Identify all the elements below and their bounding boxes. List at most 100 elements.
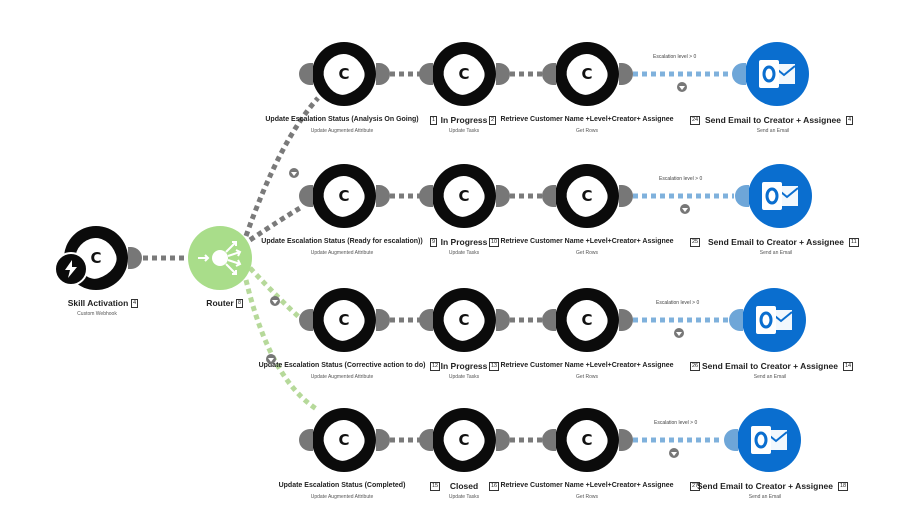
retrieve-node-4[interactable]: C (555, 408, 619, 472)
progress-node-2-out-handle[interactable] (496, 185, 510, 207)
app-letter: C (581, 311, 593, 329)
status-subtitle-4: Update Augmented Attribute (310, 494, 374, 500)
retrieve-node-2[interactable]: C (555, 164, 619, 228)
status-node-2[interactable]: C (312, 164, 376, 228)
status-id-2: 9 (430, 238, 438, 247)
email-node-1[interactable] (745, 42, 809, 106)
retrieve-node-3-in-handle[interactable] (542, 309, 556, 331)
email-id-1: 4 (846, 116, 854, 125)
progress-node-3-out-handle[interactable] (496, 309, 510, 331)
retrieve-node-2-in-handle[interactable] (542, 185, 556, 207)
filter-icon-1[interactable] (677, 82, 687, 92)
status-title-4: Update Escalation Status (Completed) (278, 482, 406, 489)
retrieve-node-1-in-handle[interactable] (542, 63, 556, 85)
progress-node-2-in-handle[interactable] (419, 185, 433, 207)
progress-node-3-in-handle[interactable] (419, 309, 433, 331)
progress-node-1-in-handle[interactable] (419, 63, 433, 85)
retrieve-node-2-out-handle[interactable] (619, 185, 633, 207)
retrieve-node-1[interactable]: C (555, 42, 619, 106)
app-letter: C (90, 249, 102, 267)
email-node-4[interactable] (737, 408, 801, 472)
progress-node-4-out-handle[interactable] (496, 429, 510, 451)
status-node-3-in-handle[interactable] (299, 309, 313, 331)
status-id-3: 12 (430, 362, 441, 371)
email-in-handle-3[interactable] (729, 309, 743, 331)
filter-label-2: Escalation level > 0 (659, 176, 703, 182)
retrieve-id-3: 26 (690, 362, 701, 371)
status-node-1-in-handle[interactable] (299, 63, 313, 85)
status-title-2: Update Escalation Status (Ready for esca… (261, 238, 423, 245)
progress-node-1-out-handle[interactable] (496, 63, 510, 85)
retrieve-node-3[interactable]: C (555, 288, 619, 352)
status-node-1[interactable]: C (312, 42, 376, 106)
retrieve-title-3: Retrieve Customer Name +Level+Creator+ A… (500, 362, 674, 369)
filter-label-3: Escalation level > 0 (656, 300, 700, 306)
email-subtitle-2: Send an Email (759, 250, 793, 256)
status-title-3: Update Escalation Status (Corrective act… (258, 362, 426, 369)
app-letter: C (458, 311, 470, 329)
router-filter-icon-2[interactable] (270, 296, 280, 306)
filter-icon-3[interactable] (674, 328, 684, 338)
skill-activation-handle[interactable] (128, 247, 142, 269)
status-subtitle-2: Update Augmented Attribute (310, 250, 374, 256)
status-subtitle-1: Update Augmented Attribute (310, 128, 374, 134)
router-node[interactable] (188, 226, 252, 290)
progress-subtitle-1: Update Tasks (448, 128, 480, 134)
progress-node-4-in-handle[interactable] (419, 429, 433, 451)
retrieve-title-1: Retrieve Customer Name +Level+Creator+ A… (500, 116, 674, 123)
retrieve-node-3-out-handle[interactable] (619, 309, 633, 331)
email-in-handle-2[interactable] (735, 185, 749, 207)
app-letter: C (338, 431, 350, 449)
outlook-icon (756, 306, 793, 334)
link-router-route-4 (243, 279, 320, 413)
progress-node-3[interactable]: C (432, 288, 496, 352)
progress-id-4: 16 (489, 482, 500, 491)
progress-node-1[interactable]: C (432, 42, 496, 106)
router-filter-icon-1[interactable] (289, 168, 299, 178)
status-node-3-out-handle[interactable] (376, 309, 390, 331)
app-letter: C (338, 311, 350, 329)
status-node-2-out-handle[interactable] (376, 185, 390, 207)
email-id-3: 14 (843, 362, 854, 371)
email-title-1: Send Email to Creator + Assignee (705, 115, 841, 125)
progress-node-2[interactable]: C (432, 164, 496, 228)
router-title: Router (206, 298, 234, 308)
status-node-1-out-handle[interactable] (376, 63, 390, 85)
status-node-4-out-handle[interactable] (376, 429, 390, 451)
retrieve-subtitle-4: Get Rows (576, 494, 598, 500)
progress-id-1: 2 (489, 116, 497, 125)
email-in-handle-4[interactable] (724, 429, 738, 451)
router-arrows-icon (198, 241, 242, 275)
retrieve-node-4-in-handle[interactable] (542, 429, 556, 451)
status-node-4[interactable]: C (312, 408, 376, 472)
email-title-4: Send Email to Creator + Assignee (697, 481, 833, 491)
email-id-4: 18 (838, 482, 849, 491)
retrieve-id-2: 25 (690, 238, 701, 247)
status-node-2-in-handle[interactable] (299, 185, 313, 207)
app-letter: C (338, 187, 350, 205)
skill-activation-id: 4 (131, 299, 139, 308)
app-letter: C (458, 65, 470, 83)
app-letter: C (581, 65, 593, 83)
link-router-route-3 (248, 266, 302, 320)
email-node-2[interactable] (748, 164, 812, 228)
email-subtitle-1: Send an Email (756, 128, 790, 134)
email-in-handle-1[interactable] (732, 63, 746, 85)
progress-title-2: In Progress (440, 237, 488, 247)
retrieve-node-1-out-handle[interactable] (619, 63, 633, 85)
status-node-3[interactable]: C (312, 288, 376, 352)
filter-icon-2[interactable] (680, 204, 690, 214)
email-node-3[interactable] (742, 288, 806, 352)
progress-node-4[interactable]: C (432, 408, 496, 472)
skill-activation-node[interactable]: C (54, 226, 128, 290)
router-filter-icon-3[interactable] (266, 354, 276, 364)
retrieve-node-4-out-handle[interactable] (619, 429, 633, 451)
retrieve-subtitle-2: Get Rows (576, 250, 598, 256)
filter-icon-4[interactable] (669, 448, 679, 458)
app-letter: C (581, 431, 593, 449)
status-id-1: 1 (430, 116, 438, 125)
status-node-4-in-handle[interactable] (299, 429, 313, 451)
app-letter: C (458, 431, 470, 449)
status-subtitle-3: Update Augmented Attribute (310, 374, 374, 380)
